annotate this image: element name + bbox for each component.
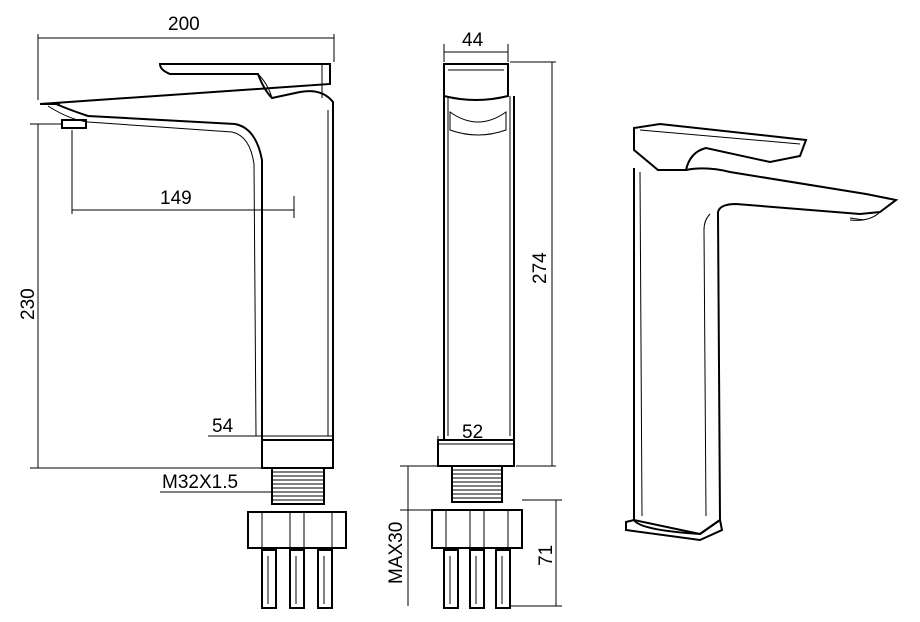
dim-44: 44 [462, 30, 484, 51]
dimension-labels: 200 230 149 54 M32X1.5 44 274 52 MAX30 7… [18, 14, 557, 584]
dim-230: 230 [18, 288, 39, 320]
dim-71: 71 [536, 545, 557, 566]
front-view [431, 63, 523, 609]
perspective-view [625, 122, 899, 542]
side-fingers [261, 549, 333, 609]
dim-274: 274 [530, 252, 551, 284]
side-view [39, 63, 347, 609]
side-thread [271, 467, 325, 505]
front-thread [451, 465, 503, 503]
dim-52: 52 [462, 422, 483, 443]
front-fingers [443, 549, 511, 609]
dim-200: 200 [168, 14, 200, 35]
thread-label: M32X1.5 [162, 472, 238, 493]
dimension-lines [30, 34, 562, 607]
dim-54: 54 [212, 416, 234, 437]
dim-149: 149 [160, 188, 192, 209]
dim-max30: MAX30 [386, 522, 407, 584]
